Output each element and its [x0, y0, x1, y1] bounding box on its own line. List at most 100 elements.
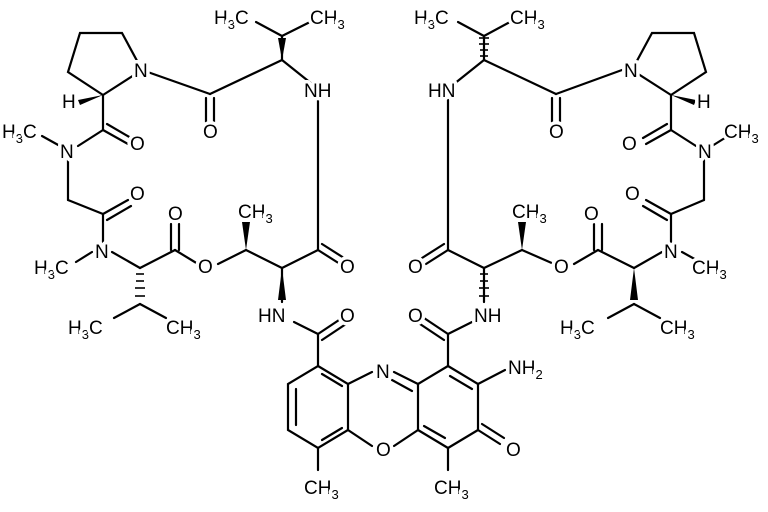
label-o-amide-left: O: [340, 306, 355, 327]
label-n-proline-right: N: [624, 61, 638, 82]
right-thr-ch3-wedge: [518, 222, 526, 250]
right-thr-carbonyl-double-2: [420, 242, 446, 260]
left-sar-ch2-to-c: [66, 198, 105, 216]
label-alpha-h-left: H: [62, 92, 76, 113]
left-benzene-inner-2: [320, 372, 344, 388]
left-sar-c-to-o-2: [105, 204, 133, 222]
right-amide-nh-hash: [479, 273, 489, 297]
label-h3c-n-left: H3C: [2, 122, 37, 146]
left-mval-n-to-ca: [110, 250, 142, 270]
label-n-proline-left: N: [134, 61, 148, 82]
right-sar-ch2-to-c: [669, 198, 706, 216]
core-n-to-c: [392, 370, 420, 386]
label-ch3-n-right-bottom: CH3: [692, 258, 727, 282]
left-mval-n-to-methyl: [74, 250, 94, 264]
left-val-cb-to-me1: [254, 20, 284, 38]
ketone-bond-2: [480, 422, 506, 440]
label-hn-amide-left: HN: [258, 306, 285, 327]
left-mval-cb-to-me2: [138, 302, 168, 320]
label-h3c-n-left-bottom: H3C: [34, 258, 69, 282]
right-ester-c-to-o: [572, 248, 600, 266]
label-ch3-ring-right: CH3: [434, 478, 469, 502]
right-val-bottom-wedge: [630, 268, 638, 300]
left-amide-c-to-o: [316, 316, 344, 336]
label-n-mval-right: N: [664, 242, 678, 263]
label-ch3-val-right-bottom: CH3: [660, 318, 695, 342]
right-ring-5b: [422, 424, 447, 440]
right-n-to-methyl: [710, 134, 730, 148]
atom-labels: H3C CH3 H3C CH3 N N NH HN H H O O H3C N …: [0, 5, 762, 506]
right-ring-2b: [448, 374, 474, 391]
left-pro-c-to-o-2: [105, 122, 133, 140]
left-benzene-inner-3: [320, 426, 344, 442]
label-o-ester-carbonyl-left: O: [168, 204, 183, 225]
right-mval-ca-to-ester-c: [596, 248, 636, 270]
right-ester-o-to-thr-cb: [520, 248, 556, 266]
label-ch3-thr-left: CH3: [238, 202, 273, 226]
core-c-to-n: [346, 370, 374, 386]
left-nh-to-amide-c: [292, 320, 320, 336]
right-amide-c-to-o-2: [418, 322, 446, 342]
label-n-right-top: N: [698, 142, 712, 163]
right-val-cb-to-me2: [482, 20, 512, 38]
label-o-pro-left: O: [203, 122, 218, 143]
label-ch3-top-right: CH3: [510, 8, 545, 32]
label-o-ketone: O: [506, 440, 521, 461]
label-amino: NH2: [508, 358, 543, 382]
label-o-pro-right: O: [549, 122, 564, 143]
right-thr-carbonyl-double: [424, 248, 450, 266]
left-pro-n-to-carbonyl: [140, 68, 212, 96]
right-val-cb-to-me1: [456, 20, 486, 38]
left-thr-cb-to-ca: [244, 248, 284, 270]
label-o-left-pro-c: O: [130, 134, 145, 155]
label-o-sar-right: O: [625, 184, 640, 205]
right-ring-1: [416, 364, 450, 386]
right-sar-c-to-o-2: [641, 204, 669, 222]
core-n-to-c-double: [390, 378, 414, 393]
left-pro-carbonyl-to-val-ca: [208, 58, 284, 96]
label-o-thr-carbonyl-left: O: [340, 257, 355, 278]
label-ch3-thr-right: CH3: [512, 202, 547, 226]
core-o-to-c-right: [392, 428, 420, 448]
label-nh-left-val: NH: [304, 81, 331, 102]
label-o-ester-left: O: [198, 257, 213, 278]
label-hn-right-val: HN: [428, 81, 455, 102]
right-nh-to-amide-c: [446, 320, 474, 336]
label-ch3-val-left-bottom: CH3: [166, 318, 201, 342]
label-ch3-right-top: CH3: [724, 122, 759, 146]
left-thr-ca-to-carbonyl: [280, 248, 320, 270]
amino-bond: [476, 368, 507, 386]
right-ring-4: [446, 428, 480, 450]
label-ch3-top-left: CH3: [310, 8, 345, 32]
right-val-top-hash: [479, 37, 489, 57]
ketone-bond: [476, 428, 502, 446]
left-thr-carbonyl-double-2: [320, 242, 346, 260]
right-mval-cb-to-me1: [606, 302, 636, 320]
left-alpha-h-wedge: [78, 95, 103, 105]
label-n-left-top: N: [60, 142, 74, 163]
label-o-phenoxazine: O: [376, 440, 391, 461]
label-o-ester-carbonyl-right: O: [584, 204, 599, 225]
left-val-top-wedge: [278, 38, 286, 60]
right-peptide-lactone-bonds: [418, 20, 730, 368]
right-pro-c-to-o: [644, 128, 673, 146]
right-amide-c-to-o: [422, 316, 450, 336]
left-thr-ch3-wedge: [242, 222, 250, 250]
left-ester-c-to-o: [173, 248, 200, 266]
left-n-to-methyl: [40, 134, 62, 148]
label-o-ester-right: O: [554, 257, 569, 278]
left-pro-c-to-n: [76, 128, 105, 148]
left-thr-carbonyl-double: [316, 248, 342, 266]
left-sar-c-to-o: [101, 198, 130, 216]
phenoxazinone-core-bonds: [286, 364, 507, 472]
left-mval-cb-to-me1: [112, 302, 142, 320]
label-o-amide-right: O: [408, 306, 423, 327]
right-val-ca-to-nh: [452, 58, 486, 86]
label-h3c-val-right-bottom: H3C: [560, 318, 595, 342]
label-n-mval-left: N: [95, 242, 109, 263]
label-o-thr-carbonyl-right: O: [408, 257, 423, 278]
left-val-cb-to-me2: [280, 20, 312, 38]
left-amide-nh-wedge: [278, 268, 286, 300]
right-thr-cb-to-ca: [482, 248, 524, 270]
right-mval-cb-to-me2: [632, 302, 662, 320]
